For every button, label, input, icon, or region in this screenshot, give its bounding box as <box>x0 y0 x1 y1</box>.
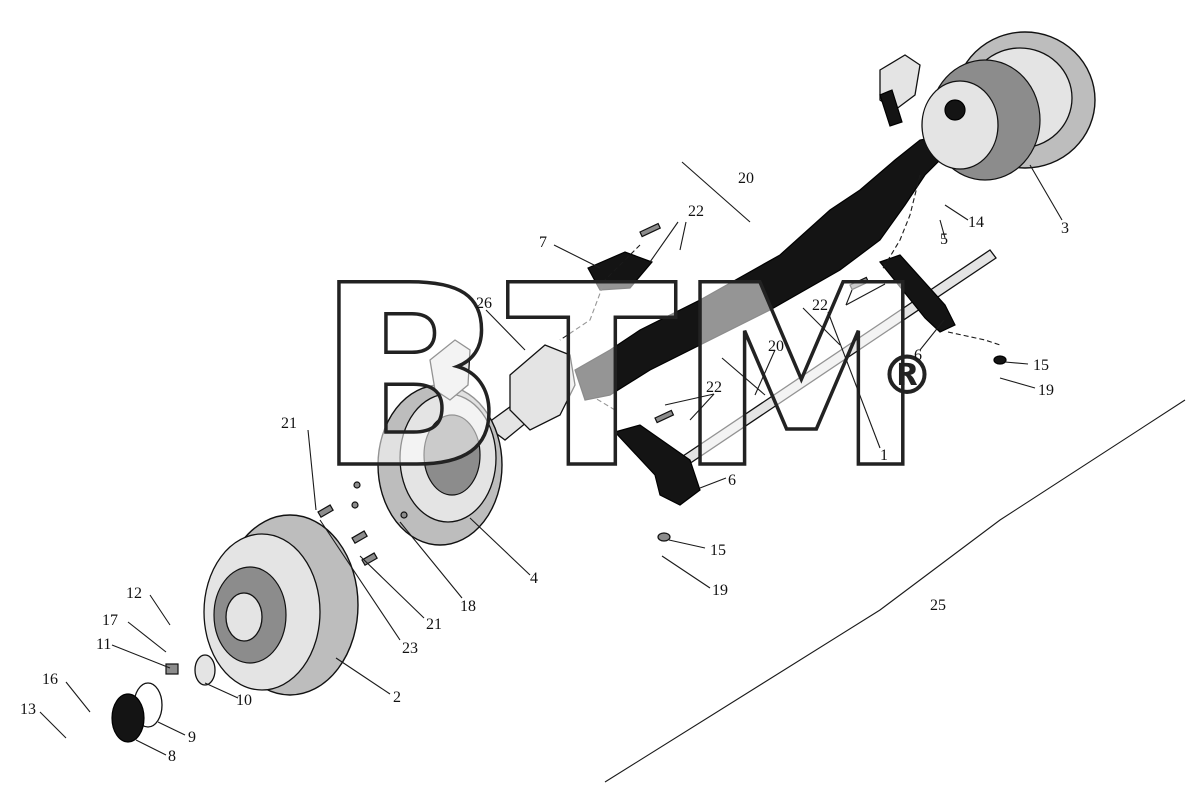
callout-10: 10 <box>236 692 252 709</box>
callout-11: 11 <box>96 636 111 653</box>
callout-16: 16 <box>42 671 58 688</box>
steering-arm-left <box>613 424 701 506</box>
callout-9: 9 <box>188 729 196 746</box>
callout-15-left: 15 <box>710 542 726 559</box>
watermark-registered-mark: ® <box>880 344 934 407</box>
callout-13: 13 <box>20 701 36 718</box>
callout-1: 1 <box>880 447 888 464</box>
hub-nut <box>165 663 179 675</box>
hub-cap <box>111 693 145 743</box>
callout-8: 8 <box>168 748 176 765</box>
ground-line <box>604 399 1186 783</box>
watermark: BTM ® <box>314 230 934 525</box>
callout-19-right: 19 <box>1038 382 1054 399</box>
bolt-set <box>317 222 870 567</box>
callout-21-bottom: 21 <box>426 616 442 633</box>
callout-23: 23 <box>402 640 418 657</box>
callout-18: 18 <box>460 598 476 615</box>
brake-drum <box>203 514 359 696</box>
callout-22-top: 22 <box>688 203 704 220</box>
bracket <box>587 251 654 291</box>
assembly-path-c <box>947 331 1001 346</box>
knuckle-bracket <box>509 344 576 431</box>
callout-26: 26 <box>476 295 492 312</box>
callout-22-low: 22 <box>706 379 722 396</box>
callout-6-left: 6 <box>728 472 736 489</box>
callout-3: 3 <box>1061 220 1069 237</box>
nut-15-right <box>993 355 1007 365</box>
callout-2: 2 <box>393 689 401 706</box>
assembly-path-a <box>559 244 641 341</box>
callout-14: 14 <box>968 214 984 231</box>
watermark-text: BTM <box>316 232 926 523</box>
callout-5: 5 <box>940 231 948 248</box>
nut-15-left <box>657 532 671 542</box>
callout-7: 7 <box>539 234 547 251</box>
assembly-path-d <box>589 394 616 411</box>
brake-backplate-assembly <box>377 339 503 546</box>
callout-19-left: 19 <box>712 582 728 599</box>
assembly-path-b <box>881 174 921 271</box>
callout-4: 4 <box>530 570 538 587</box>
callout-25: 25 <box>930 597 946 614</box>
steering-arm-right <box>879 254 956 333</box>
washer <box>194 654 216 686</box>
callout-20-top: 20 <box>738 170 754 187</box>
callouts: 1 2 3 4 5 6 6 7 8 9 10 11 12 13 14 15 15… <box>20 170 1069 765</box>
callout-22-mid: 22 <box>812 297 828 314</box>
callout-6-right: 6 <box>914 347 922 364</box>
callout-17: 17 <box>102 612 118 629</box>
right-wheel-hub-assembly <box>879 31 1096 181</box>
callout-20-mid: 20 <box>768 338 784 355</box>
callout-21-top: 21 <box>281 415 297 432</box>
callout-12: 12 <box>126 585 142 602</box>
leader-lines <box>39 161 1063 756</box>
callout-15-right: 15 <box>1033 357 1049 374</box>
